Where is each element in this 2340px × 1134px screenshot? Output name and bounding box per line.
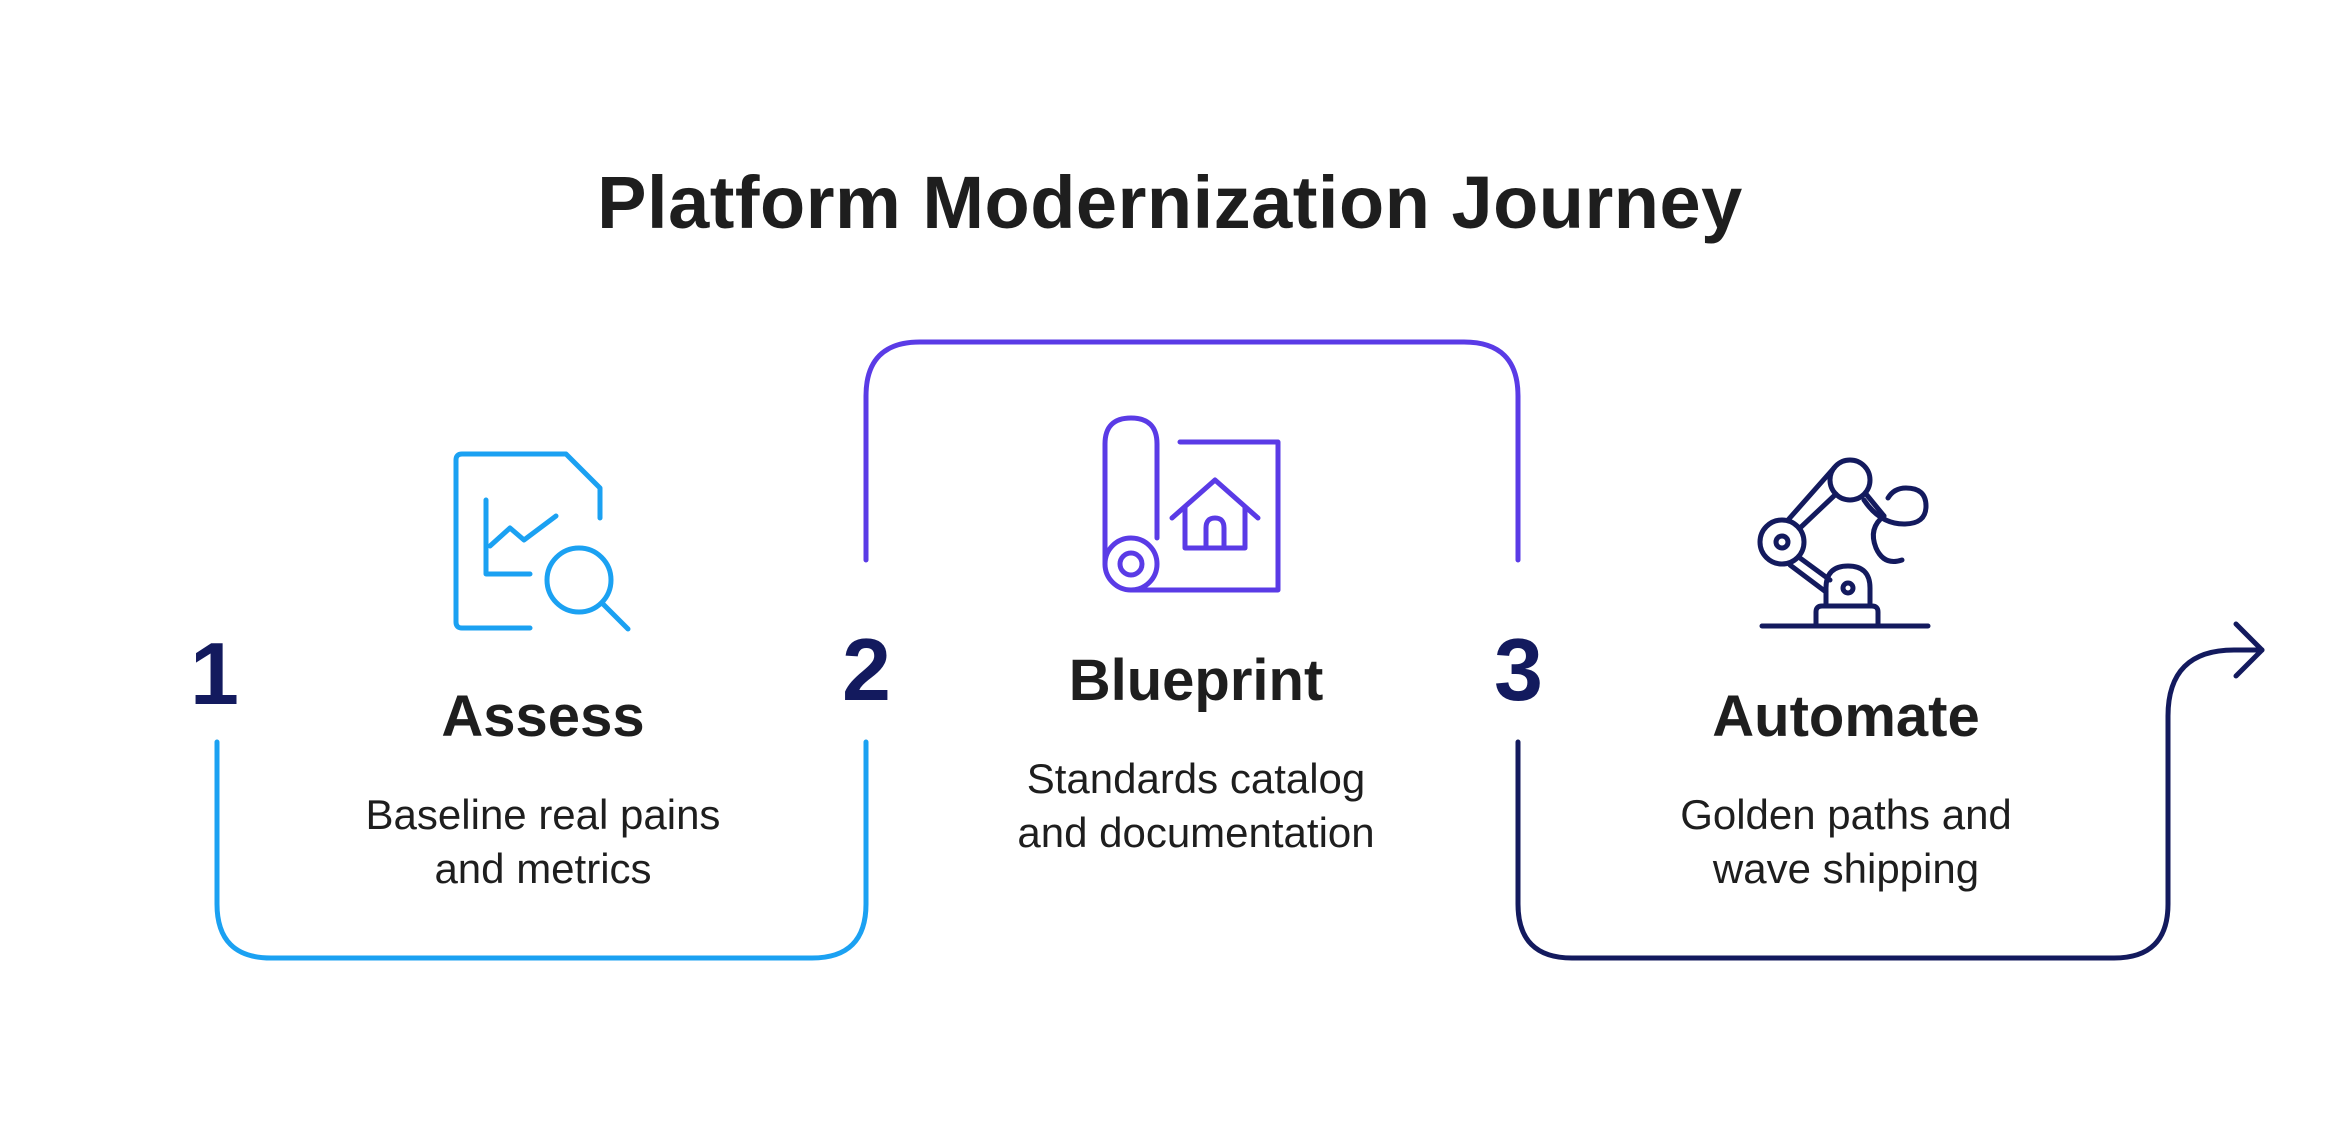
robot-arm-icon [1757,457,1931,629]
step-2-description-line-2: and documentation [1017,809,1375,856]
assess-connector [214,739,869,961]
step-3-description: Golden paths and wave shipping [1546,788,2146,896]
report-search-icon [453,451,631,632]
step-1-description-line-2: and metrics [434,845,652,892]
blueprint-connector [863,339,1521,563]
step-1-title: Assess [441,684,645,749]
step-3-number: 3 [1494,620,1543,719]
step-1-description: Baseline real pains and metrics [243,788,843,896]
step-3-title: Automate [1712,684,1980,749]
step-3-description-line-1: Golden paths and [1680,791,2012,838]
blueprint-house-icon [1102,415,1281,593]
step-3-description-line-2: wave shipping [1712,845,1980,892]
arrow-head-icon [2233,621,2265,679]
step-1-number: 1 [190,624,239,723]
page-title: Platform Modernization Journey [597,161,1743,244]
step-1-description-line-1: Baseline real pains [365,791,721,838]
step-2-description-line-1: Standards catalog [1026,755,1366,802]
step-2-title: Blueprint [1068,648,1324,713]
step-2-number: 2 [842,620,891,719]
step-2-description: Standards catalog and documentation [896,752,1496,860]
automate-connector [1515,647,2265,961]
